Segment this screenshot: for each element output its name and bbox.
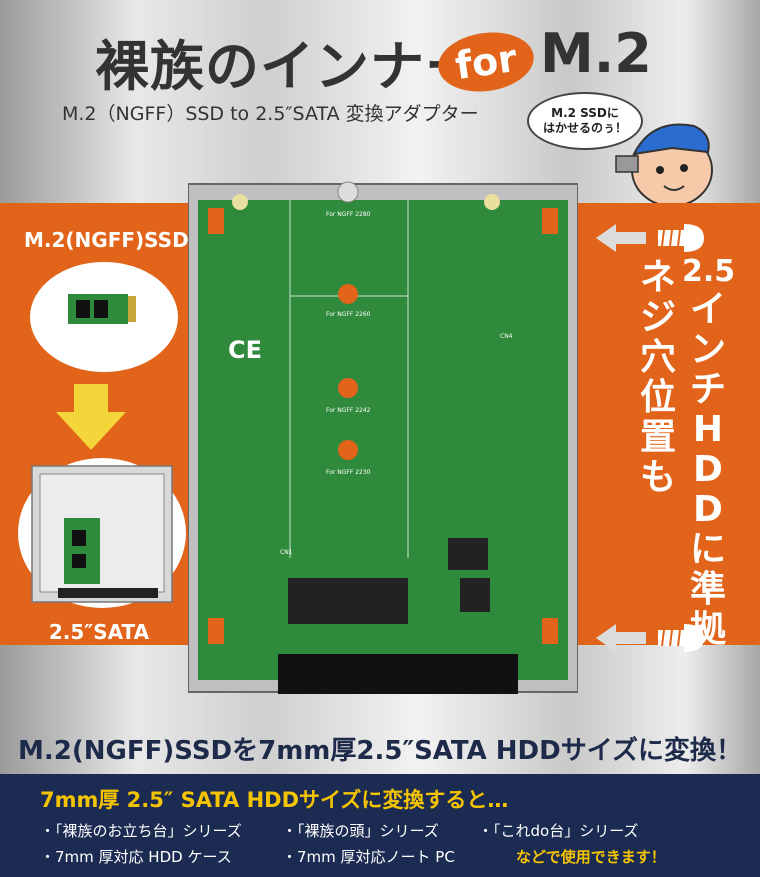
sata-circle [18, 458, 186, 608]
sata-adapter-icon [31, 465, 173, 603]
vertical-text-col1: ネ ジ 穴 位 置 も [632, 258, 684, 498]
v1-3: 位 [639, 377, 676, 418]
adapter-board: CE For NGFF 2280 For NGFF 2260 For NGFF … [188, 181, 578, 694]
mascot-illustration [615, 123, 713, 207]
tagline: M.2(NGFF)SSDを7mm厚2.5″SATA HDDサイズに変換！ [18, 736, 742, 766]
vertical-text-col2: イ ン チ H D D に 準 拠 [682, 290, 734, 650]
v2-5: D [693, 489, 723, 530]
footer-closing: などで使用できます！ [516, 848, 666, 866]
m2-ssd-icon [68, 294, 136, 324]
size-number: 2.5 [682, 254, 736, 289]
cn4-label: CN4 [500, 333, 513, 340]
ssd-circle [30, 262, 178, 372]
v1-5: も [639, 457, 676, 498]
m2-ssd-label: M.2(NGFF)SSD [24, 228, 189, 252]
v1-1: ジ [639, 297, 676, 338]
v2-6: に [689, 529, 726, 570]
footer-item-3: ・「これdo台」シリーズ [478, 822, 639, 840]
v1-2: 穴 [639, 337, 676, 378]
screw-arrow-top-icon [596, 224, 704, 252]
screw-arrow-bottom-icon [596, 624, 704, 652]
cn1-label: CN1 [280, 549, 293, 556]
slot-label-2230: For NGFF 2230 [326, 469, 371, 476]
v2-7: 準 [689, 569, 726, 610]
product-subtitle: M.2（NGFF）SSD to 2.5″SATA 変換アダプター [62, 103, 479, 125]
slot-label-2242: For NGFF 2242 [326, 407, 371, 414]
footer-item-5: ・7mm 厚対応ノート PC [282, 848, 455, 866]
v2-3: H [692, 409, 724, 450]
bubble-line-2: はかせるのぅ！ [542, 121, 627, 135]
v2-2: チ [689, 369, 726, 410]
model-name: M.2 [540, 22, 652, 85]
footer-item-4: ・7mm 厚対応 HDD ケース [40, 848, 232, 866]
v2-1: ン [689, 329, 726, 370]
svg-text:CE: CE [228, 336, 262, 364]
bubble-line-1: M.2 SSDに [551, 106, 619, 120]
v1-0: ネ [639, 257, 676, 298]
v2-4: D [693, 449, 723, 490]
footer-item-1: ・「裸族のお立ち台」シリーズ [40, 822, 242, 840]
footer-item-2: ・「裸族の頭」シリーズ [282, 822, 439, 840]
footer-panel [0, 774, 760, 877]
v1-4: 置 [639, 417, 676, 458]
footer-heading: 7mm厚 2.5″ SATA HDDサイズに変換すると… [40, 788, 509, 812]
speech-bubble: M.2 SSDに はかせるのぅ！ [527, 92, 643, 150]
arrow-down-icon [56, 384, 126, 450]
product-title: 裸族のインナー [95, 35, 480, 98]
v2-0: イ [689, 289, 726, 330]
sata-label: 2.5″SATA [48, 620, 150, 644]
slot-label-2260: For NGFF 2260 [326, 311, 371, 318]
slot-label-2280: For NGFF 2280 [326, 211, 371, 218]
